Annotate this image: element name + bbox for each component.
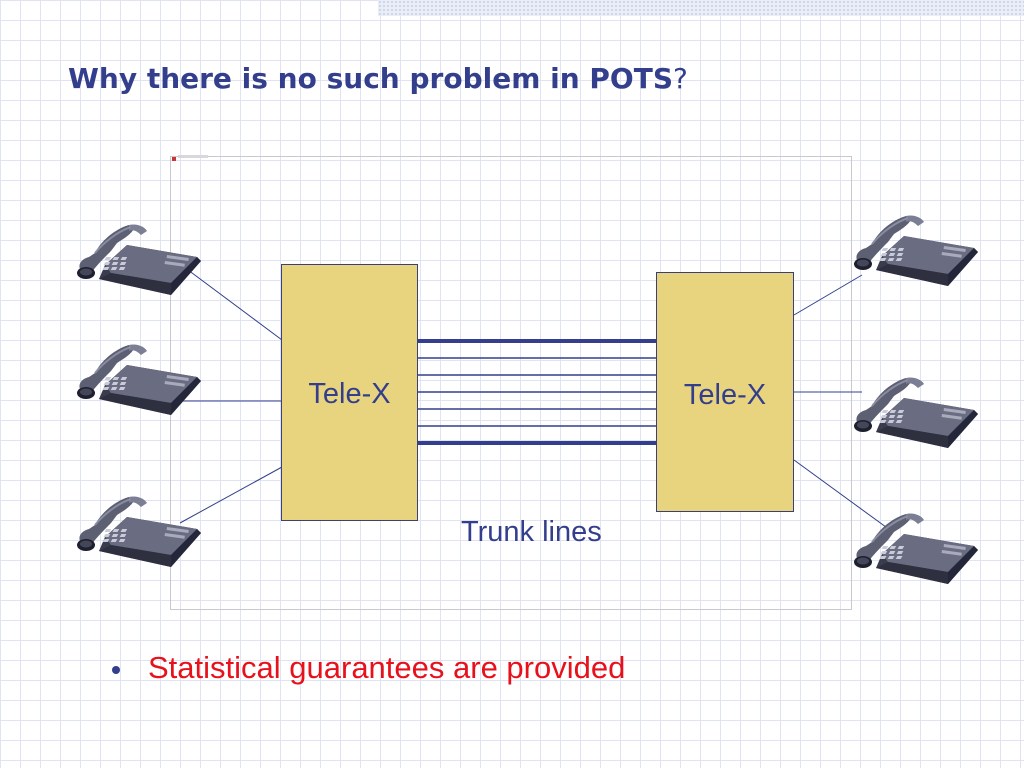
desk-telephone-icon [853, 512, 978, 585]
desk-telephone-icon [76, 343, 201, 416]
wire-right-phone-1 [793, 274, 863, 316]
slide-title: Why there is no such problem in POTS? [68, 62, 688, 95]
bullet-text: Statistical guarantees are provided [148, 650, 626, 685]
trunk-lines-caption: Trunk lines [461, 516, 602, 548]
desk-telephone-icon [853, 376, 978, 449]
switch-right: Tele-X [656, 272, 794, 512]
wire-left-phone-3 [179, 466, 283, 524]
desk-telephone-icon [853, 214, 978, 287]
switch-right-label: Tele-X [683, 378, 767, 411]
slide-title-question-mark: ? [673, 62, 688, 95]
switch-left-label: Tele-X [308, 378, 391, 410]
wire-left-phone-1 [179, 263, 283, 341]
slide-title-text: Why there is no such problem in POTS [68, 62, 673, 95]
desk-telephone-icon [76, 495, 201, 568]
desk-telephone-icon [76, 223, 201, 296]
switch-left: Tele-X [281, 264, 418, 521]
frame-caption-placeholder [178, 155, 208, 158]
frame-anchor-marker [172, 157, 176, 161]
wire-right-phone-3 [793, 459, 891, 531]
header-decoration-strip [378, 0, 1024, 16]
bullet-dot-icon [112, 665, 120, 674]
bullet-item: Statistical guarantees are provided [112, 650, 625, 686]
trunk-lines [418, 339, 658, 445]
